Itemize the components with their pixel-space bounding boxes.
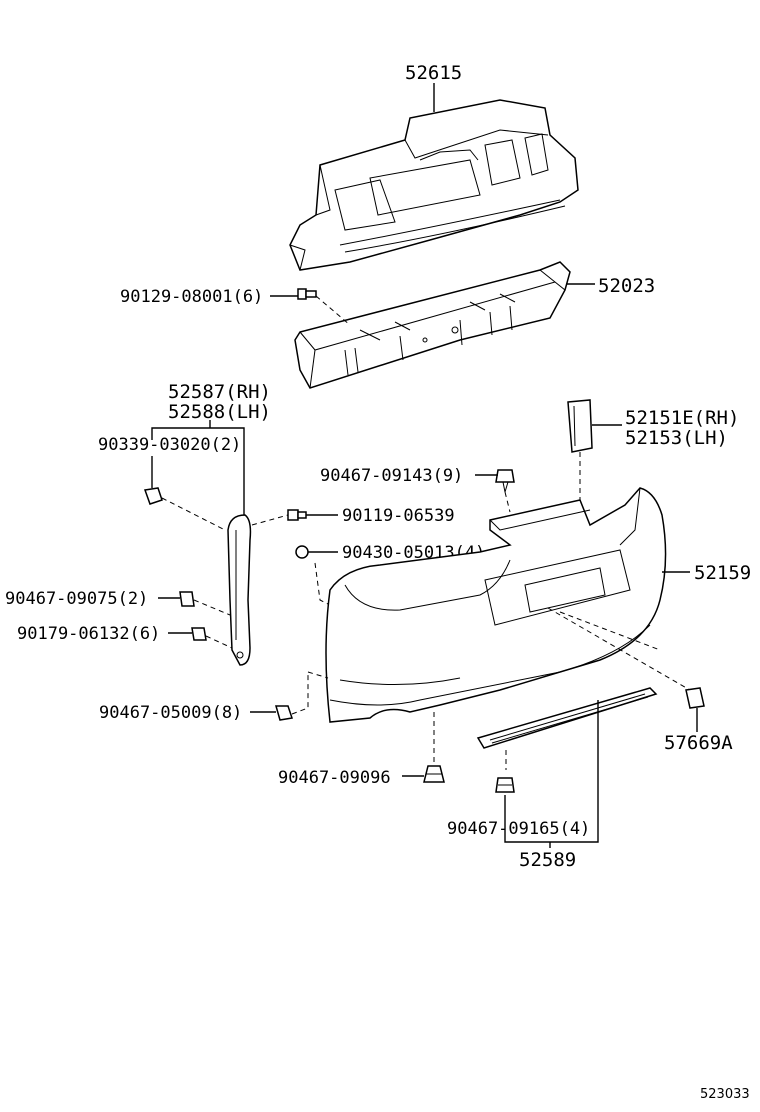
clip-90339-icon [143,487,163,505]
label-52153: 52153(LH) [625,427,728,449]
clip-90467-09096-icon [423,765,445,783]
clip-57669a-icon [685,687,705,709]
label-52023: 52023 [598,275,655,297]
bumper-cover-52159 [325,487,667,723]
label-52159: 52159 [694,562,751,584]
label-57669a: 57669A [664,732,733,754]
label-90467-09096: 90467-09096 [278,768,391,788]
label-90179: 90179-06132(6) [17,624,160,644]
nut-90179-icon [191,627,207,641]
label-52587: 52587(RH) [168,381,271,403]
label-90129: 90129-08001(6) [120,287,263,307]
label-90467-09143: 90467-09143(9) [320,466,463,486]
molding-52589-icon [476,687,658,749]
rear-panel-52615 [289,99,579,271]
side-bracket-icon [227,514,252,666]
label-52589: 52589 [519,849,576,871]
bolt-90129-icon [297,288,317,300]
clip-90467-09143-icon [495,469,515,493]
reinforcement-52023 [294,261,571,389]
bolt-90119-icon [287,509,307,521]
label-52588: 52588(LH) [168,401,271,423]
label-90467-09165: 90467-09165(4) [447,819,590,839]
label-90467-09075: 90467-09075(2) [5,589,148,609]
label-90467-05009: 90467-05009(8) [99,703,242,723]
figure-code: 523033 [700,1087,750,1102]
clip-90467-05009-icon [275,705,293,721]
clip-90467-09165-icon [495,777,515,793]
label-90119: 90119-06539 [342,506,455,526]
label-52615: 52615 [405,62,462,84]
label-90339: 90339-03020(2) [98,435,241,455]
nut-90430-icon [295,545,309,559]
clip-90467-09075-icon [179,591,195,607]
pad-52151e-icon [567,399,593,453]
label-52151e: 52151E(RH) [625,407,739,429]
